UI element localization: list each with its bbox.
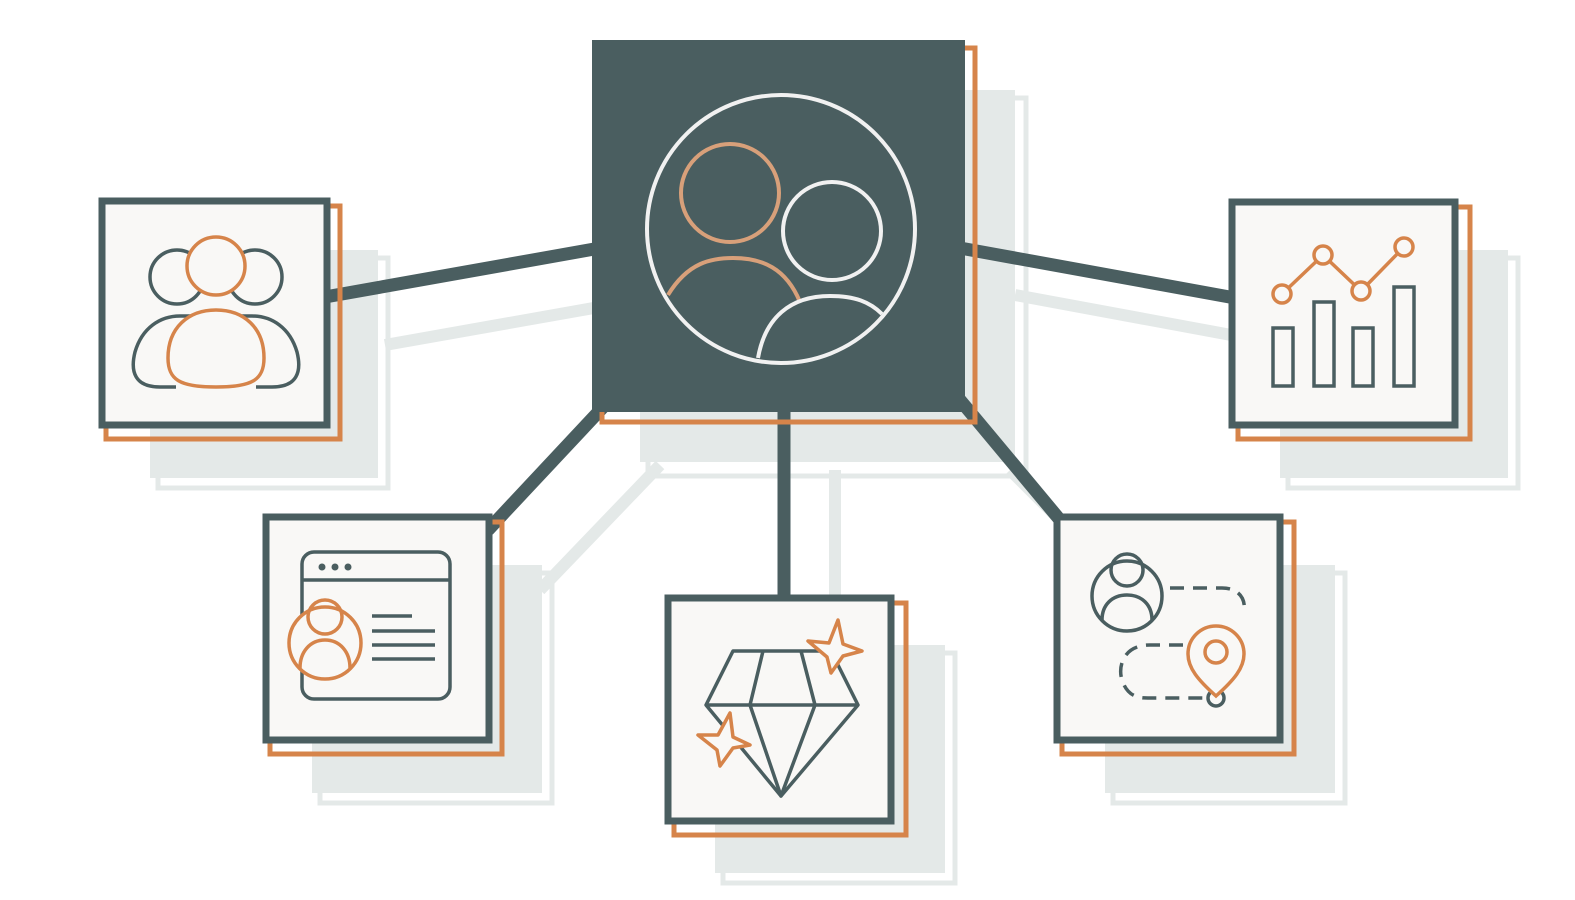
connector-analytics (958, 241, 1237, 305)
user-group-circle-icon (645, 93, 917, 365)
connectors (323, 241, 1237, 600)
connector-profile (483, 400, 610, 535)
team-group-icon (131, 235, 301, 389)
connector-team (323, 241, 602, 304)
node-profile (262, 513, 505, 757)
user-profile-window-icon (287, 550, 452, 701)
node-journey (1053, 513, 1297, 757)
node-team (98, 197, 343, 442)
analytics-chart-icon (1271, 236, 1416, 388)
node-analytics (1228, 198, 1473, 442)
hub-node (592, 40, 978, 425)
user-journey-route-icon (1090, 552, 1247, 708)
diamond-sparkle-icon (696, 618, 864, 798)
node-premium (664, 594, 909, 838)
